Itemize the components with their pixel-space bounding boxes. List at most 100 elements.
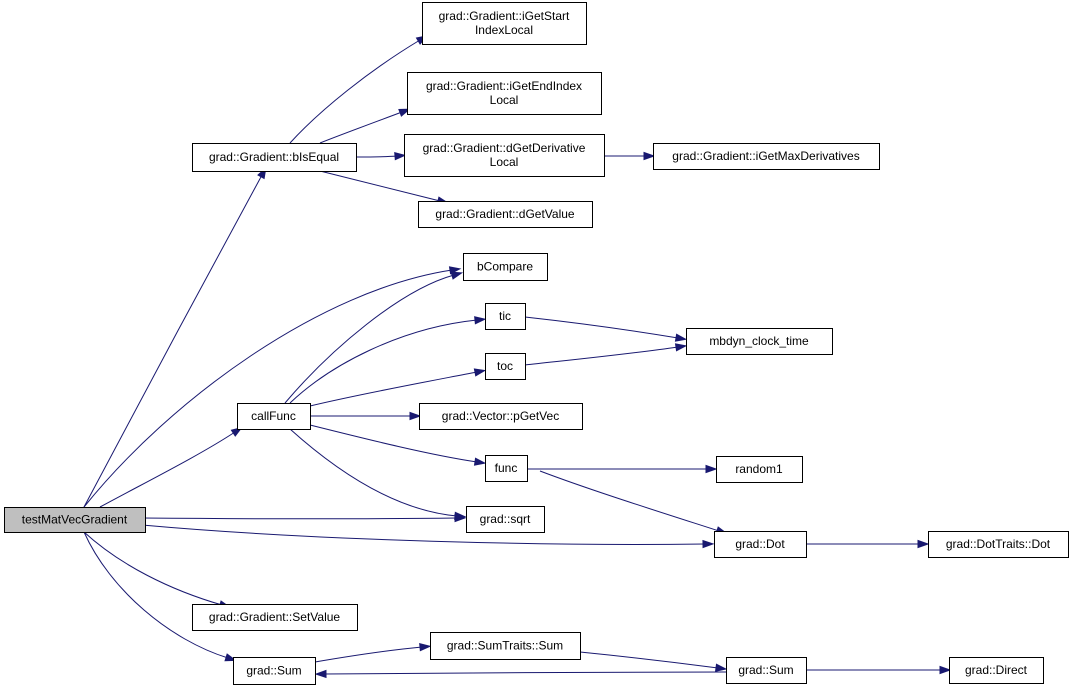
- edge-arrowhead: [473, 368, 487, 377]
- node-sum1[interactable]: grad::Sum: [233, 657, 316, 685]
- edge-arrowhead: [454, 511, 467, 520]
- node-sqrt[interactable]: grad::sqrt: [466, 506, 545, 533]
- edge-dot-to-dottraits: [806, 539, 930, 549]
- edge-callfunc-to-pgetvec: [309, 411, 422, 421]
- edge-callfunc-to-tic: [289, 316, 487, 404]
- edge-line: [539, 470, 720, 532]
- edge-arrowhead: [394, 152, 407, 161]
- edge-arrowhead: [398, 108, 411, 117]
- call-graph-nodes: testMatVecGradient grad::Gradient::bIsEqu…: [4, 2, 1069, 685]
- edge-line: [314, 646, 423, 663]
- node-box: [237, 403, 311, 430]
- edge-arrowhead: [702, 539, 715, 549]
- edge-line: [323, 671, 727, 675]
- edge-toc-to-mbdyn: [524, 343, 688, 366]
- node-bcompare[interactable]: bCompare: [463, 253, 548, 281]
- node-label: grad::Gradient::iGetMaxDerivatives: [672, 149, 859, 163]
- edge-testmatvec-to-dot: [141, 524, 715, 549]
- node-box: [485, 353, 526, 380]
- node-box: [485, 455, 528, 482]
- edge-line: [83, 531, 223, 606]
- edge-line: [579, 651, 719, 669]
- node-label: grad::Gradient::SetValue: [209, 610, 341, 624]
- edge-arrowhead: [643, 151, 656, 161]
- node-label: random1: [735, 462, 783, 476]
- edge-func-to-random1: [527, 464, 718, 474]
- node-sum2[interactable]: grad::Sum: [726, 657, 807, 684]
- edge-bisequal-to-igetend: [319, 108, 411, 144]
- node-box: [404, 134, 605, 177]
- node-box: [485, 303, 526, 330]
- node-bisequal[interactable]: grad::Gradient::bIsEqual: [192, 143, 357, 172]
- edge-testmatvec-to-sqrt: [141, 513, 467, 523]
- node-box: [407, 72, 602, 115]
- edge-callfunc-to-bcompare: [284, 271, 464, 404]
- call-graph-edges: [83, 35, 952, 679]
- edge-arrowhead: [939, 665, 952, 675]
- node-toc[interactable]: toc: [485, 353, 526, 380]
- node-dgetvalue[interactable]: grad::Gradient::dGetValue: [418, 201, 593, 228]
- node-label: grad::Gradient::iGetStart: [439, 9, 570, 23]
- node-func[interactable]: func: [485, 455, 528, 482]
- edge-line: [524, 346, 679, 366]
- edge-callfunc-to-toc: [309, 368, 487, 407]
- edge-line: [289, 319, 478, 404]
- edge-arrowhead: [224, 653, 238, 662]
- edge-arrowhead: [473, 457, 487, 466]
- node-label: grad::sqrt: [480, 512, 531, 526]
- node-label: grad::Gradient::bIsEqual: [209, 150, 339, 164]
- node-label: grad::DotTraits::Dot: [946, 537, 1051, 551]
- node-box: [653, 143, 880, 170]
- node-testmatvec[interactable]: testMatVecGradient: [4, 507, 146, 533]
- edge-line: [524, 316, 679, 339]
- edge-callfunc-to-sqrt: [289, 428, 467, 520]
- node-label: grad::SumTraits::Sum: [447, 639, 563, 653]
- node-dottraits[interactable]: grad::DotTraits::Dot: [928, 531, 1069, 558]
- node-label: grad::Direct: [965, 663, 1028, 677]
- node-label: bCompare: [477, 260, 533, 274]
- node-label: grad::Sum: [738, 663, 793, 677]
- node-random1[interactable]: random1: [716, 456, 803, 483]
- node-pgetvec[interactable]: grad::Vector::pGetVec: [419, 403, 583, 430]
- node-dot[interactable]: grad::Dot: [714, 531, 807, 558]
- edge-callfunc-to-func: [309, 424, 487, 466]
- node-box: [192, 143, 357, 172]
- node-label: grad::Vector::pGetVec: [442, 409, 559, 423]
- edge-bisequal-to-dgetderiv: [355, 152, 407, 161]
- node-igetmax[interactable]: grad::Gradient::iGetMaxDerivatives: [653, 143, 880, 170]
- node-label: mbdyn_clock_time: [709, 334, 809, 348]
- edge-line: [319, 111, 403, 144]
- edge-tic-to-mbdyn: [524, 316, 688, 342]
- node-box: [418, 201, 593, 228]
- edge-arrowhead: [674, 343, 688, 352]
- node-direct[interactable]: grad::Direct: [949, 657, 1044, 684]
- edge-dgetderiv-to-igetmax: [603, 151, 656, 161]
- edge-line: [309, 424, 478, 463]
- node-tic[interactable]: tic: [485, 303, 526, 330]
- edge-sum2-to-sum1: [314, 669, 727, 679]
- node-label: func: [495, 461, 518, 475]
- edge-sumtraits-to-sum2: [579, 651, 728, 672]
- node-box: [233, 657, 316, 685]
- node-box: [714, 531, 807, 558]
- edge-bisequal-to-igetstart: [289, 35, 429, 144]
- node-box: [463, 253, 548, 281]
- edge-line: [319, 170, 441, 202]
- node-box: [686, 328, 833, 355]
- node-mbdyn[interactable]: mbdyn_clock_time: [686, 328, 833, 355]
- node-box: [422, 2, 587, 45]
- node-box: [4, 507, 146, 533]
- edge-arrowhead: [474, 316, 487, 325]
- node-sumtraits[interactable]: grad::SumTraits::Sum: [430, 632, 581, 660]
- node-label: callFunc: [251, 409, 296, 423]
- edge-arrowhead: [714, 663, 728, 672]
- edge-arrowhead: [409, 411, 422, 421]
- node-setvalue[interactable]: grad::Gradient::SetValue: [192, 604, 358, 631]
- node-callfunc[interactable]: callFunc: [237, 403, 311, 430]
- edge-arrowhead: [705, 464, 718, 474]
- node-box: [716, 456, 803, 483]
- node-box: [949, 657, 1044, 684]
